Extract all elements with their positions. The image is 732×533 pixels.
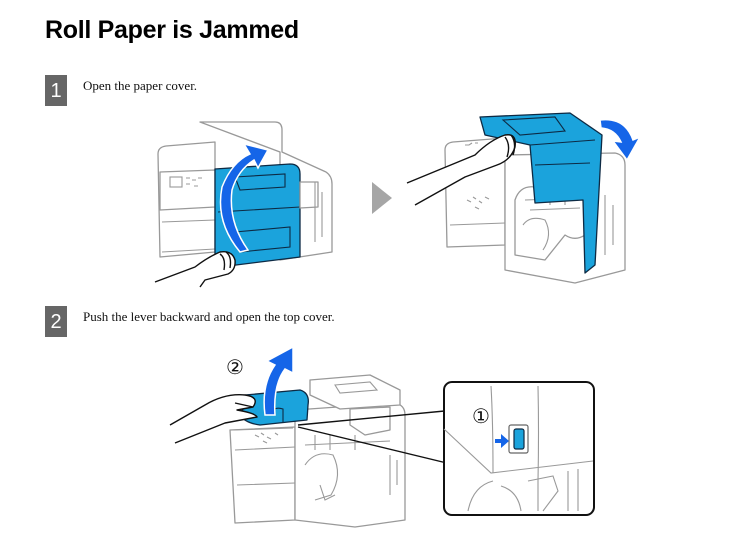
illustration-open-paper-cover-before [154, 121, 333, 288]
page-title: Roll Paper is Jammed [45, 16, 299, 44]
step-1-text: Open the paper cover. [83, 78, 198, 93]
step-1-badge: 1 [45, 75, 67, 106]
callout-lever-number: ① [472, 404, 490, 428]
illustration-lever-detail [443, 381, 595, 516]
next-step-arrow-icon [372, 182, 392, 214]
illustration-open-top-cover [169, 345, 456, 528]
illustration-open-paper-cover-after [406, 112, 642, 284]
step-2-text: Push the lever backward and open the top… [83, 309, 335, 324]
callout-top-cover-number: ② [226, 355, 244, 379]
step-2-badge: 2 [45, 306, 67, 337]
